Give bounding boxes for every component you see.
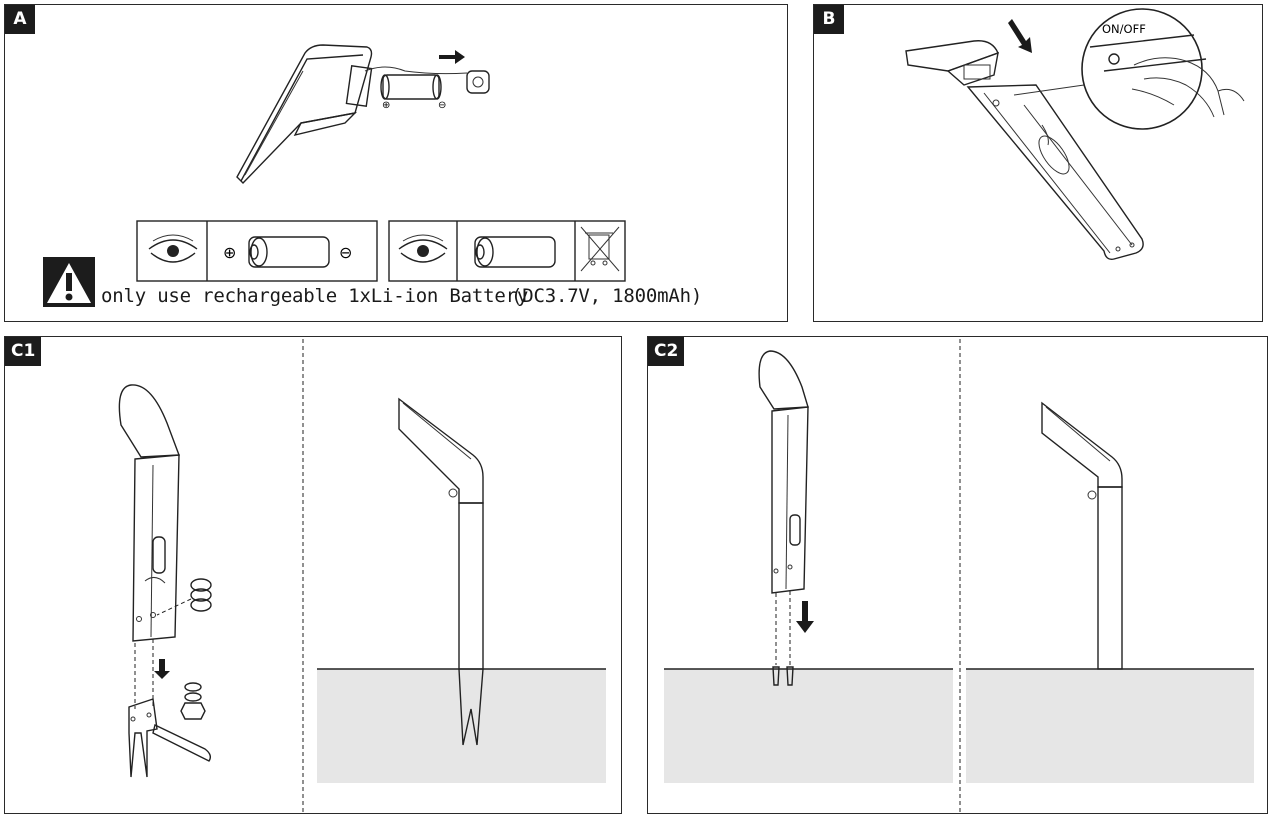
washer-nut-set [156, 578, 212, 616]
panel-a: A ⊕ ⊖ [4, 4, 788, 322]
panel-c1: C1 [4, 336, 622, 814]
battery-warning-text: only use rechargeable 1xLi-ion Battery [101, 285, 529, 307]
eye-icon [148, 234, 198, 263]
lamp-head [905, 40, 999, 86]
wall-plugs [772, 666, 794, 686]
battery-polarity-symbol-box: ⊕ ⊖ [136, 220, 378, 282]
battery-minus-small: ⊖ [438, 100, 446, 111]
battery-icon [474, 236, 556, 268]
minus-icon: ⊖ [339, 243, 352, 262]
ground-area [664, 669, 953, 783]
panel-c1-label: C1 [5, 337, 42, 366]
on-off-label: ON/OFF [1102, 22, 1146, 36]
panel-c2-label: C2 [648, 337, 685, 366]
lamp-pole-upright [758, 350, 809, 594]
panel-a-label: A [5, 5, 35, 34]
spike-installation-illustration [118, 339, 606, 813]
wall-mount-installation-illustration [664, 339, 1254, 813]
battery-removal-illustration: ⊕ ⊖ ⊕ ⊖ [43, 44, 626, 307]
arrow-right-icon [439, 50, 465, 64]
switch-on-illustration: ON/OFF [905, 8, 1245, 261]
panel-b-label: B [814, 5, 844, 34]
arrow-down-icon [796, 601, 814, 633]
lamp-pole-upright [118, 384, 180, 642]
panel-c2: C2 [647, 336, 1268, 814]
installed-lamp [1041, 401, 1123, 670]
ground-spike [128, 682, 206, 778]
panel-b: B [813, 4, 1263, 322]
ground-area [966, 669, 1254, 783]
lamp-pole [966, 84, 1144, 261]
wrench-icon [152, 723, 212, 762]
arrow-down-icon [1008, 19, 1032, 53]
lamp-head-open [236, 44, 468, 184]
eye-icon [398, 234, 448, 263]
installed-lamp [398, 397, 484, 746]
plus-icon: ⊕ [223, 243, 236, 262]
battery-icon [248, 236, 330, 268]
battery-spec-text: (DC3.7V, 1800mAh) [511, 285, 703, 307]
battery-disposal-symbol-box [388, 220, 626, 282]
callout-line [1013, 84, 1085, 96]
battery-plus-small: ⊕ [382, 100, 390, 111]
warning-triangle-icon [43, 257, 95, 307]
switch-magnifier [1081, 8, 1245, 130]
crossed-bin-icon [580, 226, 620, 272]
battery-cylinder [380, 74, 442, 100]
connector-plug [466, 70, 490, 94]
arrow-down-icon [154, 659, 170, 679]
